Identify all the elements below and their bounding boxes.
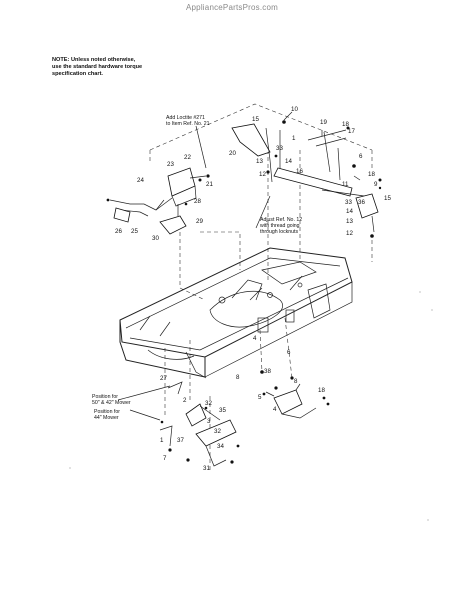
loctite-note-line-2: to Item Ref. No. 21 [166,121,210,127]
callout-10: 10 [291,106,298,113]
callout-4: 4 [273,406,277,413]
callout-14: 14 [285,158,292,165]
callout-33: 33 [345,199,352,206]
callout-7: 7 [163,455,167,462]
callout-1: 1 [292,135,296,142]
callout-15: 15 [384,195,391,202]
callout-leader-lines [117,111,361,421]
callout-2: 2 [183,397,187,404]
callout-6: 6 [359,153,363,160]
callout-30: 30 [152,235,159,242]
callout-1: 1 [160,437,164,444]
callout-33: 33 [276,145,283,152]
adjust-note-line-2: with thread going [260,223,300,229]
callout-29: 29 [196,218,203,225]
position-44-note-line-2: 44" Mower [94,415,119,421]
callout-25: 25 [131,228,138,235]
callout-6: 6 [287,349,291,356]
callout-26: 26 [115,228,122,235]
steering-bracket-group [106,167,210,235]
callout-38: 38 [264,368,271,375]
callout-11: 11 [342,181,349,188]
position-50-note-line-1: Position for [92,394,118,400]
callout-15: 15 [252,116,259,123]
callout-13: 13 [256,158,263,165]
watermark: AppliancePartsPros.com [186,3,278,12]
callout-36: 36 [358,199,365,206]
position-50-note-line-2: 50" & 42" Mower [92,400,131,406]
tractor-chassis-frame [119,247,353,379]
callout-32: 32 [205,400,212,407]
callout-32: 32 [214,428,221,435]
callout-28: 28 [194,198,201,205]
callout-4: 4 [253,335,257,342]
callout-14: 14 [346,208,353,215]
annotation-notes: Add Loctite #271 to Item Ref. No. 21 Adj… [92,115,302,421]
callout-3: 3 [207,418,211,425]
mower-hitch-group [159,381,240,467]
callout-8: 8 [294,378,298,385]
callout-19: 19 [320,119,327,126]
loctite-note-line-1: Add Loctite #271 [166,115,205,121]
callout-labels: 10 15 19 18 17 33 1 20 13 14 16 6 12 11 … [115,106,391,472]
lower-right-bracket-group [262,383,330,419]
callout-17: 17 [348,128,355,135]
callout-18: 18 [342,121,349,128]
callout-37: 37 [177,437,184,444]
assembly-guide-lines [149,103,373,470]
callout-16: 16 [296,168,303,175]
callout-12: 12 [346,230,353,237]
callout-20: 20 [229,150,236,157]
callout-9: 9 [374,181,378,188]
adjust-note-line-3: through locknuts [260,229,298,235]
control-rod-group [231,120,382,238]
note-line-1: NOTE: Unless noted otherwise, [52,57,136,63]
adjust-note-line-1: Adjust Ref. No. 12 [260,217,302,223]
callout-27: 27 [160,375,167,382]
callout-8: 8 [236,374,240,381]
callout-13: 13 [346,218,353,225]
position-44-note-line-1: Position for [94,409,120,415]
callout-24: 24 [137,177,144,184]
callout-5: 5 [258,394,262,401]
callout-35: 35 [219,407,226,414]
torque-note: NOTE: Unless noted otherwise, use the st… [52,57,172,78]
callout-12: 12 [259,171,266,178]
callout-18: 18 [318,387,325,394]
callout-22: 22 [184,154,191,161]
callout-18: 18 [368,171,375,178]
callout-21: 21 [206,181,213,188]
note-line-2: use the standard hardware torque [52,64,143,70]
loose-hardware [69,186,433,521]
callout-23: 23 [167,161,174,168]
callout-34: 34 [217,443,224,450]
callout-31: 31 [203,465,210,472]
note-line-3: specification chart. [52,71,103,77]
